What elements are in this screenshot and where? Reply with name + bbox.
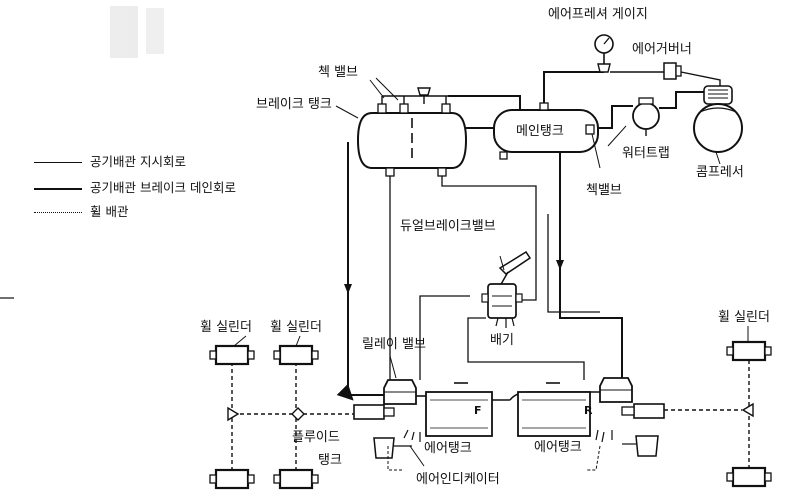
- label-dual-brake-valve: 듀얼브레이크밸브: [400, 219, 496, 234]
- label-main-tank: 메인탱크: [516, 124, 564, 139]
- front-air-indicator: [373, 437, 412, 459]
- compressor: [693, 85, 743, 153]
- leader-air-indicator: [409, 445, 425, 467]
- rear-brake-chamber: [621, 403, 665, 419]
- leader-wheel-left-2: [295, 335, 301, 347]
- rear-relay-valve: [599, 377, 633, 403]
- scan-smudge: [110, 6, 164, 58]
- legend-swatch-dotted: [34, 212, 82, 213]
- label-air-indicator: 에어인디케이터: [416, 472, 500, 487]
- legend-item-dotted: 휠 배관: [34, 201, 128, 220]
- brake-tank: [356, 103, 468, 177]
- main-tank: [493, 102, 599, 160]
- dual-brake-valve: [481, 250, 532, 328]
- leader-brake-tank: [335, 105, 359, 119]
- front-brake-chamber: [353, 404, 395, 420]
- leader-compressor: [715, 151, 721, 165]
- label-brake-tank: 브레이크 탱크: [256, 97, 332, 112]
- label-air-governor: 에어거버너: [632, 42, 692, 57]
- pipe-valve-to-rear-relay: [467, 317, 585, 380]
- junction-right: [741, 402, 754, 418]
- pipe-main-to-trap: [598, 105, 633, 129]
- label-fluid-tank-line2: 탱크: [318, 453, 342, 468]
- check-valve-top: [381, 87, 448, 104]
- label-check-valve-top: 첵 밸브: [318, 65, 359, 80]
- legend-label-dotted: 휠 배관: [90, 204, 129, 219]
- label-relay-valve: 릴레이 밸브: [362, 337, 426, 352]
- leader-relay-valve: [389, 355, 397, 379]
- rear-tank-letter: R: [584, 404, 593, 417]
- front-relay-valve: [383, 379, 417, 405]
- leader-check-valve-right: [591, 133, 601, 169]
- pipe-main-to-gauge: [543, 71, 604, 103]
- legend-item-thin: 공기배관 지시회로: [34, 151, 186, 170]
- rear-air-indicator: [622, 435, 659, 457]
- legend-swatch-thick: [34, 187, 82, 190]
- junction-left: [227, 406, 240, 422]
- rear-air-tank: [517, 391, 591, 437]
- wheel-cylinder-left-rear-top: [273, 344, 319, 366]
- water-trap: [632, 97, 660, 136]
- label-wheel-cylinder-left-1: 휠 실린더: [200, 320, 252, 335]
- leader-check-valve-2: [375, 77, 399, 101]
- flow-arrow-left: [344, 284, 352, 294]
- label-air-pressure-gauge: 에어프레셔 게이지: [548, 7, 648, 22]
- air-pressure-gauge: [594, 34, 614, 73]
- front-air-tank: [425, 391, 493, 437]
- label-air-tank-rear: 에어탱크: [534, 440, 582, 455]
- leader-wheel-left-1: [233, 335, 247, 347]
- wheel-cylinder-left-rear-bottom: [273, 468, 319, 490]
- leader-check-valve-1: [369, 79, 385, 99]
- pipe-brake-tank-to-valve: [441, 176, 537, 301]
- legend-item-thick: 공기배관 브레이크 데인회로: [34, 177, 236, 196]
- legend-label-thick: 공기배관 브레이크 데인회로: [90, 180, 236, 195]
- pipe-right-trunk: [559, 152, 623, 378]
- label-water-trap: 워터트랩: [622, 146, 670, 161]
- fluid-tank-junction: [291, 407, 305, 421]
- indicator-line-rear: [586, 445, 601, 471]
- legend-label-thin: 공기배관 지시회로: [90, 154, 186, 169]
- front-tank-letter: F: [474, 404, 482, 417]
- legend-swatch-thin: [34, 162, 82, 163]
- leader-dual-valve: [499, 255, 505, 271]
- pipe-valve-feed: [547, 214, 600, 313]
- pipe-trap-to-compressor: [659, 91, 706, 109]
- wheel-cylinder-right-bottom: [726, 466, 772, 488]
- label-wheel-cylinder-left-2: 휠 실린더: [270, 320, 322, 335]
- pipe-valve-to-front-relay: [419, 295, 470, 380]
- air-governor: [663, 62, 682, 80]
- indicator-line-front: [387, 446, 402, 471]
- front-drains: [403, 429, 421, 442]
- label-exhaust: 배기: [490, 333, 514, 348]
- label-fluid-tank-line1: 플루이드: [292, 430, 340, 445]
- pipe-left-trunk: [336, 142, 388, 401]
- wheel-cylinder-left-front-top: [209, 344, 255, 366]
- rear-drains: [595, 429, 613, 443]
- flow-arrow-right: [556, 260, 564, 270]
- wheel-cylinder-left-front-bottom: [209, 468, 255, 490]
- label-air-tank-front: 에어탱크: [424, 441, 472, 456]
- wheel-cylinder-right-top: [726, 340, 772, 362]
- leader-water-trap: [607, 125, 627, 147]
- label-check-valve-right: 첵밸브: [586, 183, 622, 198]
- label-compressor: 콤프레서: [696, 165, 744, 180]
- label-wheel-cylinder-right: 휠 실린더: [718, 310, 770, 325]
